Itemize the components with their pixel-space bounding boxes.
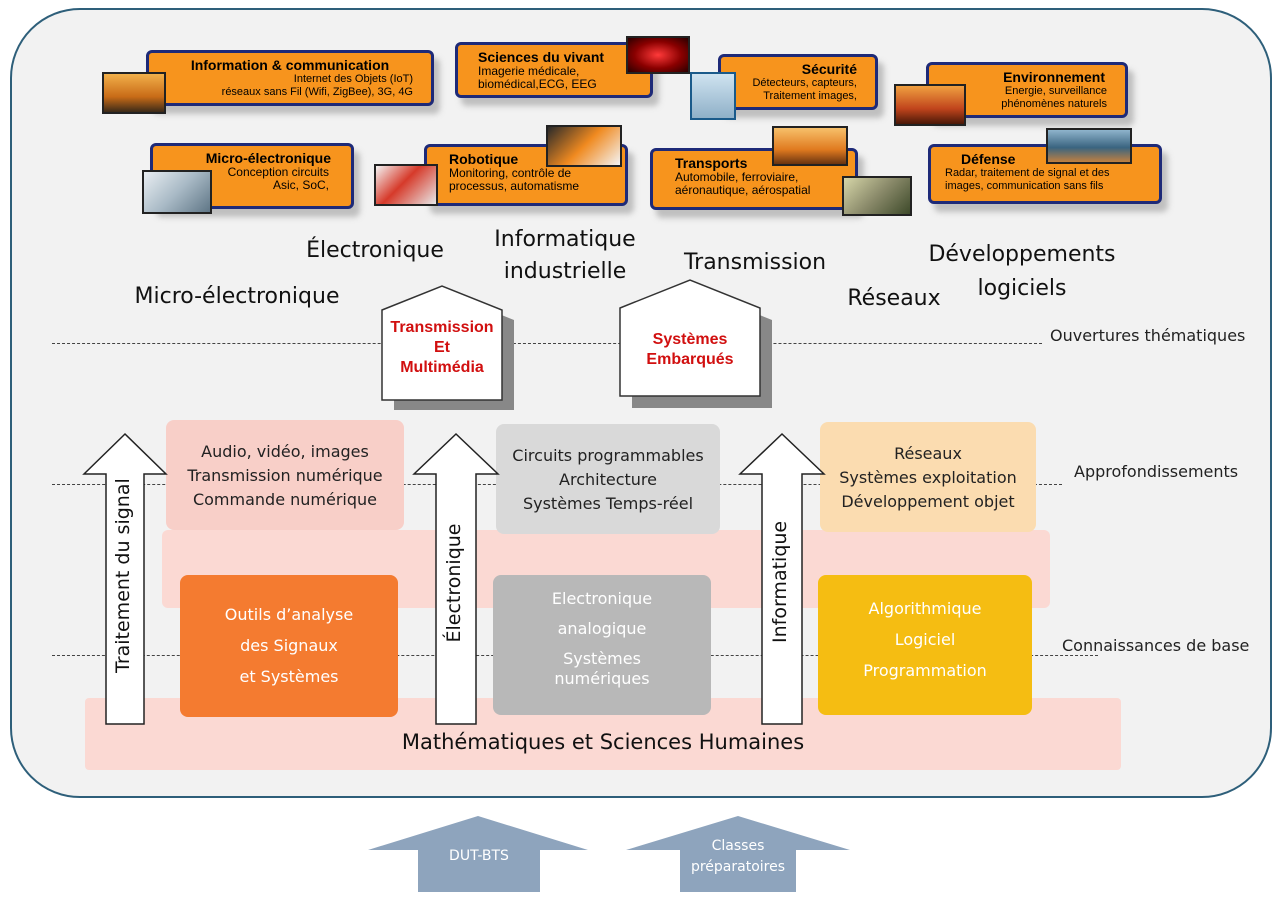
ecg-photo [626,36,690,74]
house-line: Et [434,339,450,356]
domain-sciences-vivant: Sciences du vivant Imagerie médicale, bi… [455,42,653,98]
level-label-ouvertures: Ouvertures thématiques [1050,326,1246,345]
base-left-panel: Outils d’analyse des Signaux et Systèmes [180,575,398,717]
entry-label-prepa: Classes préparatoires [680,836,796,878]
airplane-photo [772,126,848,166]
level-line-ouvertures [52,343,1042,344]
domain-line: Automobile, ferroviaire, [675,170,799,184]
field-electronique: Électronique [306,238,444,263]
base-line: Programmation [863,661,987,680]
entry-label-dut-bts: DUT-BTS [449,848,509,864]
domain-title: Défense [961,151,1016,167]
entry-arrow-dut-bts [368,816,588,892]
house-line: Embarqués [646,351,734,368]
domain-title: Environnement [1003,69,1105,85]
domain-title: Micro-électronique [205,150,331,166]
camera-photo [690,72,736,120]
base-line: numériques [554,669,650,688]
house-line: Transmission [390,319,494,336]
cleanroom-photo [142,170,212,214]
arrow-label-electronique: Électronique [443,523,465,643]
domain-line: Monitoring, contrôle de [449,166,572,180]
appro-right-panel: Réseaux Systèmes exploitation Développem… [820,422,1036,532]
antenna-photo [102,72,166,114]
house-line: Multimédia [400,359,484,376]
arrow-traitement-signal [82,432,168,725]
house-line: Systèmes [652,331,728,348]
field-line: industrielle [503,259,627,284]
base-line: Electronique [551,589,653,608]
field-developpements: Développements logiciels [912,238,1132,306]
field-line: Développements [928,242,1116,267]
appro-line: Audio, vidéo, images [201,442,369,461]
base-right-panel: Algorithmique Logiciel Programmation [818,575,1032,715]
road-photo [842,176,912,216]
appro-line: Commande numérique [192,490,378,509]
entry-line: Classes [711,838,765,854]
appro-line: Systèmes Temps-réel [522,494,694,513]
domain-line: Détecteurs, capteurs, [752,77,857,89]
level-label-connaissances: Connaissances de base [1062,636,1250,655]
domain-securite: Sécurité Détecteurs, capteurs, Traitemen… [718,54,878,110]
domain-line: réseaux sans Fil (Wifi, ZigBee), 3G, 4G [221,86,413,98]
ship-photo [1046,128,1132,164]
domain-line: Asic, SoC, [272,178,329,192]
house-systemes-embarques [619,279,772,408]
domain-line: Traitement images, [763,90,857,102]
domain-title: Information & communication [190,57,390,73]
field-line: Informatique [494,227,636,252]
domain-line: images, communication sans fils [945,180,1104,192]
domain-line: Internet des Objets (IoT) [293,73,413,85]
base-line: et Systèmes [239,667,339,686]
field-micro-electronique: Micro-électronique [134,284,340,309]
domain-line: Imagerie médicale, [478,64,580,78]
domain-title: Transports [675,155,748,171]
domain-title: Robotique [449,151,519,167]
foundation-label: Mathématiques et Sciences Humaines [401,730,805,754]
base-line: Systèmes [563,649,641,668]
field-line: logiciels [977,276,1067,301]
appro-line: Systèmes exploitation [839,468,1017,487]
field-transmission: Transmission [683,250,827,275]
appro-line: Circuits programmables [512,446,704,465]
arrow-informatique [738,432,826,725]
appro-line: Développement objet [841,492,1015,511]
house-transmission-multimedia [381,285,514,410]
domain-line: biomédical,ECG, EEG [478,77,597,91]
base-line: analogique [557,619,647,638]
appro-line: Réseaux [894,444,962,463]
arrow-label-signal: Traitement du signal [112,478,134,673]
appro-middle-panel: Circuits programmables Architecture Syst… [496,424,720,534]
domain-line: processus, automatisme [449,179,580,193]
appro-left-panel: Audio, vidéo, images Transmission numéri… [166,420,404,530]
domain-title: Sécurité [801,61,857,77]
domain-title: Sciences du vivant [478,49,605,65]
entry-arrow-prepa [626,816,850,892]
domain-line: Radar, traitement de signal et des [945,167,1110,179]
house-right-label: Systèmes Embarqués [628,330,752,370]
domain-line: phénomènes naturels [1001,98,1107,110]
house-left-label: Transmission Et Multimédia [382,318,502,378]
base-line: Outils d’analyse [224,605,354,624]
appro-line: Architecture [559,470,657,489]
entry-line: préparatoires [690,859,786,875]
astronaut-photo [546,125,622,167]
domain-line: aéronautique, aérospatial [675,183,811,197]
robot-arm-photo [374,164,438,206]
domain-line: Conception circuits [227,165,329,179]
level-label-approfondissements: Approfondissements [1074,462,1239,481]
arrow-label-informatique: Informatique [769,520,791,643]
windmill-photo [894,84,966,126]
field-reseaux: Réseaux [847,286,941,311]
domain-line: Energie, surveillance [1004,85,1107,97]
base-line: Algorithmique [868,599,982,618]
domain-info-comm: Information & communication Internet des… [146,50,434,106]
field-informatique-industrielle: Informatique industrielle [480,224,650,288]
arrow-electronique [412,432,500,725]
base-line: des Signaux [240,636,338,655]
base-line: Logiciel [894,630,956,649]
appro-line: Transmission numérique [187,466,383,485]
base-middle-panel: Electronique analogique Systèmes numériq… [493,575,711,715]
